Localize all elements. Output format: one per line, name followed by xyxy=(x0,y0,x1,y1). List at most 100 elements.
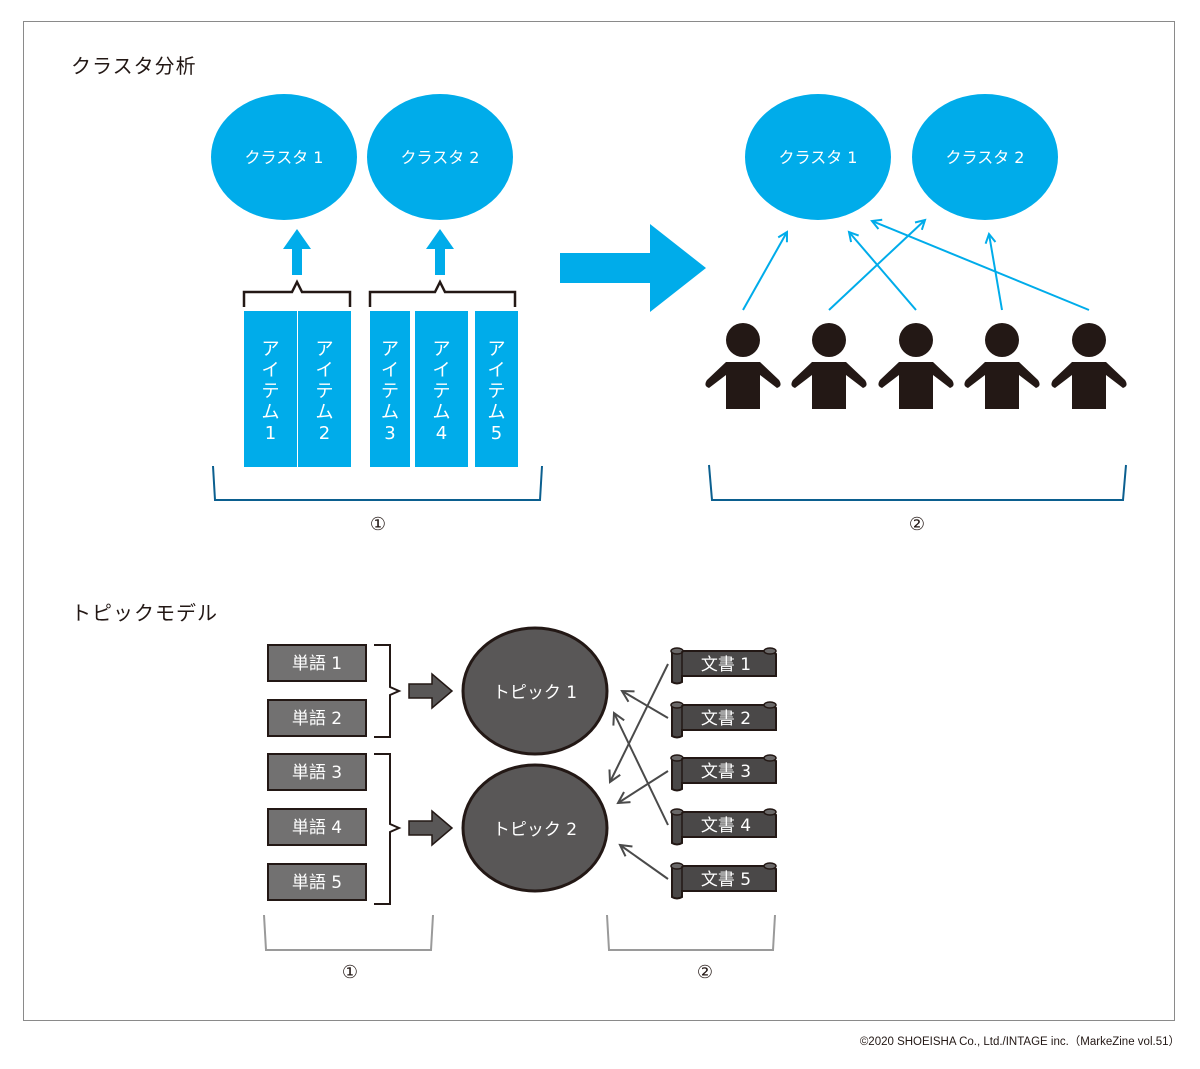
scroll-roll-left xyxy=(670,701,684,709)
assignment-arrow xyxy=(849,232,917,311)
left-up-arrows xyxy=(283,229,454,275)
topic-circle xyxy=(461,763,609,893)
assignment-arrow xyxy=(872,221,1090,311)
people-row xyxy=(705,323,1127,409)
item-bar xyxy=(298,311,351,467)
word-label: 単語 4 xyxy=(292,818,342,838)
document-scroll-icon: 文書 3 xyxy=(670,754,777,792)
word-label: 単語 1 xyxy=(292,654,342,674)
word-label: 単語 5 xyxy=(292,873,342,893)
document-topic-arrow xyxy=(614,713,669,826)
item-label-char: ア xyxy=(316,339,334,360)
cluster-label: クラスタ 1 xyxy=(779,148,858,167)
brace-topic-1 xyxy=(374,644,402,738)
cluster-circle xyxy=(745,94,891,220)
item-bar xyxy=(475,311,518,467)
cluster-label: クラスタ 2 xyxy=(401,148,480,167)
item-label-char: ア xyxy=(381,339,399,360)
cluster-label: クラスタ 2 xyxy=(946,148,1025,167)
right-arrow-icon xyxy=(408,672,454,710)
scroll-roll-left xyxy=(670,647,684,655)
item-label-char: ア xyxy=(488,339,506,360)
document-topic-arrow xyxy=(610,663,669,782)
item-label-char: ム xyxy=(381,402,399,423)
scroll-body xyxy=(671,757,777,792)
right-cluster-group: クラスタ 1 クラスタ 2 xyxy=(745,94,1058,220)
topic-label: トピック 1 xyxy=(493,683,577,703)
item-label-char: ム xyxy=(433,402,451,423)
scroll-body xyxy=(671,865,777,900)
topic-model-title: トピックモデル xyxy=(71,601,218,625)
document-topic-arrow xyxy=(618,770,669,803)
left-cluster-group: クラスタ 1 クラスタ 2 xyxy=(211,94,513,220)
scroll-body xyxy=(671,704,777,739)
document-scroll-icon: 文書 5 xyxy=(670,862,777,900)
topic-circle xyxy=(461,626,609,756)
document-scroll-icon: 文書 2 xyxy=(670,701,777,739)
bracket-1-cluster xyxy=(212,465,543,501)
marker-1: ① xyxy=(370,514,386,535)
bracket-2-topic xyxy=(606,914,776,951)
transition-arrow-icon xyxy=(560,224,706,312)
word-label: 単語 2 xyxy=(292,709,342,729)
word-box xyxy=(267,863,367,901)
item-label-char: イ xyxy=(262,360,280,381)
person-icon xyxy=(964,323,1040,409)
copyright-footer: ©2020 SHOEISHA Co., Ltd./INTAGE inc.（Mar… xyxy=(859,1036,1180,1048)
item-label-char: テ xyxy=(262,381,280,402)
word-box xyxy=(267,699,367,737)
item-label-char: テ xyxy=(316,381,334,402)
person-body xyxy=(964,362,1040,409)
item-label-char: 1 xyxy=(265,423,276,444)
word-label: 単語 3 xyxy=(292,763,342,783)
cluster-label: クラスタ 1 xyxy=(245,148,324,167)
person-icon xyxy=(705,323,781,409)
item-label-char: 3 xyxy=(384,423,395,444)
cluster-circle xyxy=(912,94,1058,220)
item-label-char: ム xyxy=(316,402,334,423)
right-arrow-icon xyxy=(408,809,454,847)
person-head xyxy=(812,323,846,357)
word-box xyxy=(267,808,367,846)
cluster-circle xyxy=(211,94,357,220)
item-label-char: イ xyxy=(316,360,334,381)
person-head xyxy=(899,323,933,357)
item-label-char: ア xyxy=(262,339,280,360)
bracket-2-cluster xyxy=(708,464,1127,501)
person-body xyxy=(1051,362,1127,409)
scroll-roll-right xyxy=(763,754,777,762)
person-body xyxy=(705,362,781,409)
item-bar xyxy=(244,311,297,467)
cluster-analysis-title: クラスタ分析 xyxy=(71,54,197,78)
scroll-roll-right xyxy=(763,808,777,816)
scroll-roll-right xyxy=(763,701,777,709)
topic-label: トピック 2 xyxy=(493,820,577,840)
item-bar xyxy=(370,311,410,467)
document-label: 文書 1 xyxy=(701,655,751,675)
person-cluster-links xyxy=(742,220,1090,311)
scroll-body xyxy=(671,811,777,846)
person-head xyxy=(1072,323,1106,357)
item-label-char: ム xyxy=(488,402,506,423)
document-label: 文書 2 xyxy=(701,709,751,729)
up-arrow-icon xyxy=(283,229,311,275)
item-label-char: イ xyxy=(433,360,451,381)
item-label-char: テ xyxy=(381,381,399,402)
brace-group-2 xyxy=(368,279,517,307)
item-group-braces xyxy=(242,279,517,307)
marker-2-topic: ② xyxy=(697,962,713,983)
scroll-roll-right xyxy=(763,862,777,870)
word-boxes: 単語 1 単語 2 単語 3 単語 4 単語 5 xyxy=(267,644,367,901)
bracket-1-topic xyxy=(263,914,434,951)
document-label: 文書 5 xyxy=(701,870,751,890)
item-label-char: イ xyxy=(381,360,399,381)
item-label-char: 2 xyxy=(319,423,330,444)
scroll-roll-left xyxy=(670,808,684,816)
topic-circles: トピック 1 トピック 2 xyxy=(461,626,609,893)
item-label-char: ア xyxy=(433,339,451,360)
figure-frame xyxy=(23,21,1175,1021)
document-topic-arrow xyxy=(620,845,669,880)
document-scrolls: 文書 1文書 2文書 3文書 4文書 5 xyxy=(670,647,777,900)
word-box xyxy=(267,753,367,791)
